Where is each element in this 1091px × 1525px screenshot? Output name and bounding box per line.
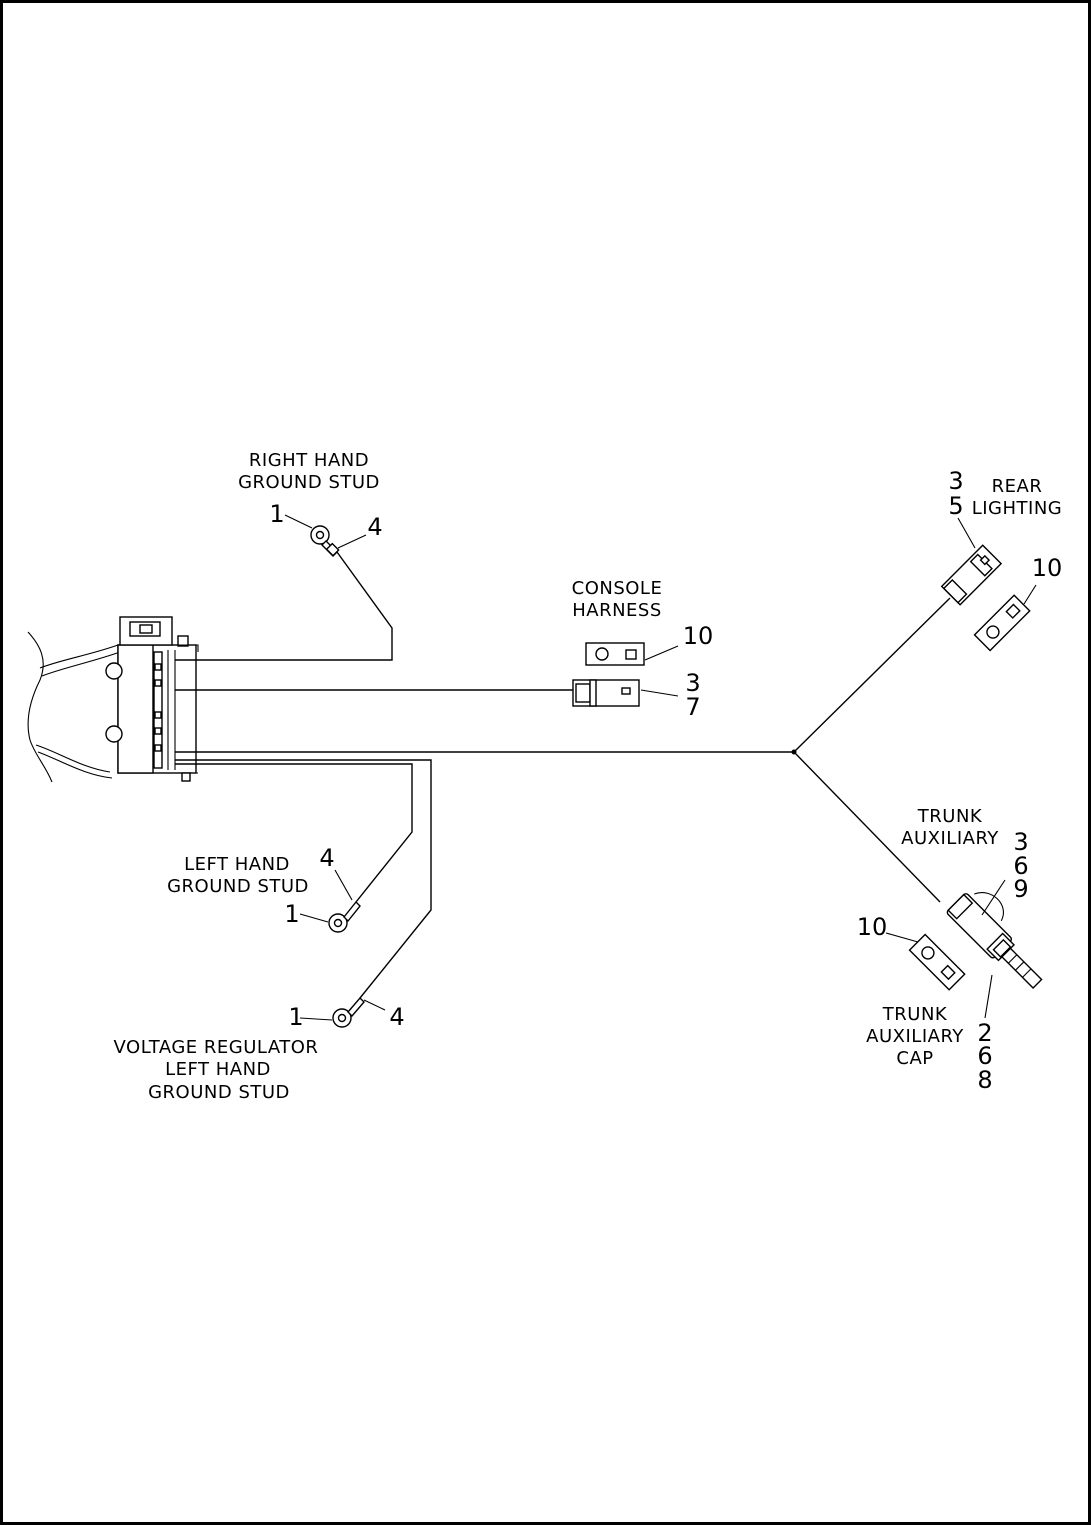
svg-text:LIGHTING: LIGHTING bbox=[972, 498, 1063, 519]
svg-text:LEFT HAND: LEFT HAND bbox=[184, 854, 290, 875]
callout-rear-lighting-2: 5 bbox=[948, 492, 963, 520]
callout-console-connector-2: 7 bbox=[685, 693, 700, 721]
svg-text:GROUND STUD: GROUND STUD bbox=[167, 876, 309, 897]
svg-text:CAP: CAP bbox=[896, 1048, 933, 1069]
callout-trunk-aux-cap: 10 bbox=[857, 913, 888, 941]
vr-ground-stud-terminal bbox=[332, 996, 365, 1028]
svg-text:AUXILIARY: AUXILIARY bbox=[901, 828, 999, 849]
svg-text:VOLTAGE REGULATOR: VOLTAGE REGULATOR bbox=[114, 1037, 319, 1058]
callout-rh-wire: 4 bbox=[367, 513, 382, 541]
callout-console-cap: 10 bbox=[683, 622, 714, 650]
svg-text:AUXILIARY: AUXILIARY bbox=[866, 1026, 964, 1047]
console-harness-cap bbox=[585, 642, 645, 666]
callout-rh-terminal: 1 bbox=[269, 500, 284, 528]
console-harness-connector bbox=[572, 679, 640, 707]
lh-ground-stud-terminal bbox=[328, 900, 361, 933]
callout-rear-lighting-1: 3 bbox=[948, 467, 963, 495]
rear-lighting-connector bbox=[940, 544, 1003, 606]
callout-trunk-aux-1: 3 bbox=[1013, 828, 1028, 856]
svg-text:LEFT HAND: LEFT HAND bbox=[165, 1059, 271, 1080]
callout-trunk-cap-parts-3: 8 bbox=[977, 1066, 992, 1094]
svg-text:HARNESS: HARNESS bbox=[572, 600, 662, 621]
callout-trunk-cap-parts-2: 6 bbox=[977, 1042, 992, 1070]
label-right-hand-ground-stud: RIGHT HAND GROUND STUD bbox=[238, 450, 380, 493]
label-trunk-auxiliary: TRUNK AUXILIARY bbox=[901, 806, 999, 849]
rear-lighting-cap bbox=[973, 594, 1031, 652]
svg-text:GROUND STUD: GROUND STUD bbox=[238, 472, 380, 493]
svg-text:REAR: REAR bbox=[992, 476, 1043, 497]
callout-console-connector-1: 3 bbox=[685, 669, 700, 697]
callout-trunk-aux-3: 9 bbox=[1013, 875, 1028, 903]
label-left-hand-ground-stud: LEFT HAND GROUND STUD bbox=[167, 854, 309, 897]
svg-text:RIGHT HAND: RIGHT HAND bbox=[249, 450, 369, 471]
callout-trunk-aux-2: 6 bbox=[1013, 852, 1028, 880]
label-voltage-regulator-ground-stud: VOLTAGE REGULATOR LEFT HAND GROUND STUD bbox=[114, 1037, 319, 1103]
svg-text:GROUND STUD: GROUND STUD bbox=[148, 1082, 290, 1103]
trunk-auxiliary-cap bbox=[908, 933, 966, 991]
label-rear-lighting: REAR LIGHTING bbox=[972, 476, 1063, 519]
harness-wires bbox=[175, 551, 951, 999]
trunk-auxiliary-connector bbox=[946, 892, 1043, 989]
callout-lh-wire: 4 bbox=[319, 844, 334, 872]
callout-trunk-cap-parts-1: 2 bbox=[977, 1019, 992, 1047]
callout-vr-terminal: 1 bbox=[288, 1003, 303, 1031]
label-trunk-auxiliary-cap: TRUNK AUXILIARY CAP bbox=[866, 1004, 964, 1069]
svg-text:TRUNK: TRUNK bbox=[882, 1004, 948, 1025]
callout-vr-wire: 4 bbox=[389, 1003, 404, 1031]
frame-bracket bbox=[27, 616, 199, 783]
callout-rear-lighting-cap: 10 bbox=[1032, 554, 1063, 582]
svg-text:TRUNK: TRUNK bbox=[917, 806, 983, 827]
label-console-harness: CONSOLE HARNESS bbox=[572, 578, 663, 621]
svg-text:CONSOLE: CONSOLE bbox=[572, 578, 663, 599]
callout-lh-terminal: 1 bbox=[284, 900, 299, 928]
rh-ground-stud-terminal bbox=[310, 525, 340, 557]
